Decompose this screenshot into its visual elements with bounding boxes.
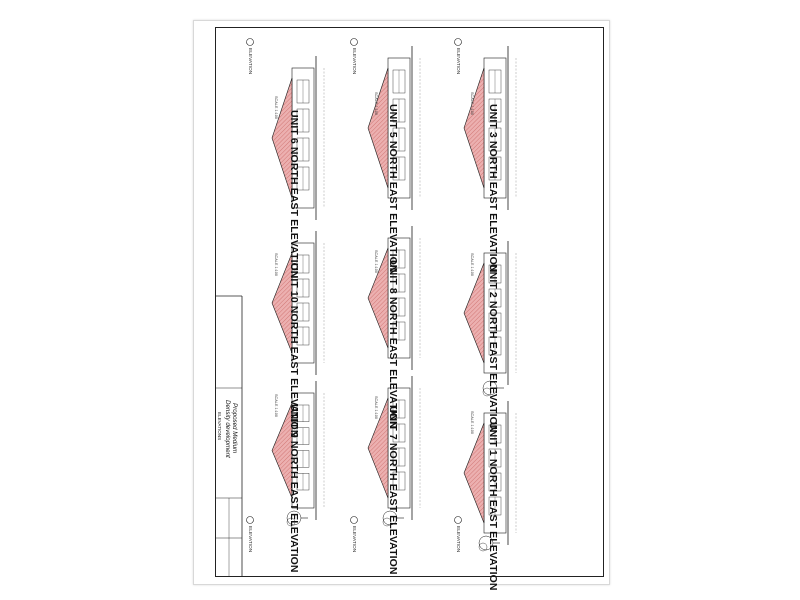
title-block-project-2: Density development <box>224 400 231 458</box>
elevation-marker-circle <box>454 516 462 524</box>
unit-6-roof <box>271 77 293 199</box>
unit-7-roof <box>367 397 389 499</box>
title-block-project-1: Proposed Medium <box>231 403 238 454</box>
scale-unit-3: SCALE 1:100 <box>470 92 474 116</box>
elevation-marker-circle <box>454 38 462 46</box>
scale-unit-10: SCALE 1:100 <box>274 253 278 277</box>
unit-9-roof <box>271 402 293 499</box>
title-unit-3: UNIT 3 NORTH EAST ELEVATION <box>487 104 499 273</box>
unit-3-roof <box>463 67 485 189</box>
drawing-sheet: UNIT 3 NORTH EAST ELEVATION UNIT 2 NORTH… <box>193 20 610 591</box>
elevations-drawing <box>216 38 517 576</box>
title-unit-9: UNIT 9 NORTH EAST ELEVATION <box>288 404 300 573</box>
title-block-sheet-name: ELEVATIONS <box>217 412 222 441</box>
tree-canopy <box>478 542 488 552</box>
unit-2-roof <box>463 262 485 364</box>
unit-1-roof <box>463 422 485 524</box>
unit-5-roof <box>367 67 389 189</box>
tree-canopy <box>286 517 296 527</box>
unit-10-roof <box>271 252 293 354</box>
title-unit-7: UNIT 7 NORTH EAST ELEVATION <box>387 406 399 575</box>
elevation-marker-unit-1: ELEVATION <box>455 526 460 553</box>
elevation-marker-circle <box>350 516 358 524</box>
elevation-marker-unit-9: ELEVATION <box>247 526 252 553</box>
elevation-marker-unit-6: ELEVATION <box>247 48 252 75</box>
tree-canopy <box>382 517 392 527</box>
elevation-marker-circle <box>246 516 254 524</box>
scale-unit-2: SCALE 1:100 <box>470 253 474 277</box>
drawing-frame: UNIT 3 NORTH EAST ELEVATION UNIT 2 NORTH… <box>215 27 604 591</box>
elevation-marker-unit-5: ELEVATION <box>351 48 356 75</box>
scale-unit-7: SCALE 1:100 <box>374 396 378 420</box>
title-unit-6: UNIT 6 NORTH EAST ELEVATION <box>288 110 300 279</box>
title-unit-1: UNIT 1 NORTH EAST ELEVATION <box>487 422 499 591</box>
scale-unit-8: SCALE 1:100 <box>374 250 378 274</box>
scale-unit-1: SCALE 1:100 <box>470 411 474 435</box>
scale-unit-5: SCALE 1:100 <box>374 92 378 116</box>
elevation-marker-circle <box>350 38 358 46</box>
elevation-marker-unit-7: ELEVATION <box>351 526 356 553</box>
title-unit-8: UNIT 8 NORTH EAST ELEVATION <box>387 260 399 429</box>
unit-8-roof <box>367 247 389 349</box>
title-unit-5: UNIT 5 NORTH EAST ELEVATION <box>387 104 399 273</box>
scale-unit-9: SCALE 1:100 <box>274 394 278 418</box>
title-unit-2: UNIT 2 NORTH EAST ELEVATION <box>487 264 499 433</box>
elevation-marker-circle <box>246 38 254 46</box>
scale-unit-6: SCALE 1:100 <box>274 96 278 120</box>
tree-canopy <box>482 387 492 397</box>
elevation-marker-unit-3: ELEVATION <box>455 48 460 75</box>
